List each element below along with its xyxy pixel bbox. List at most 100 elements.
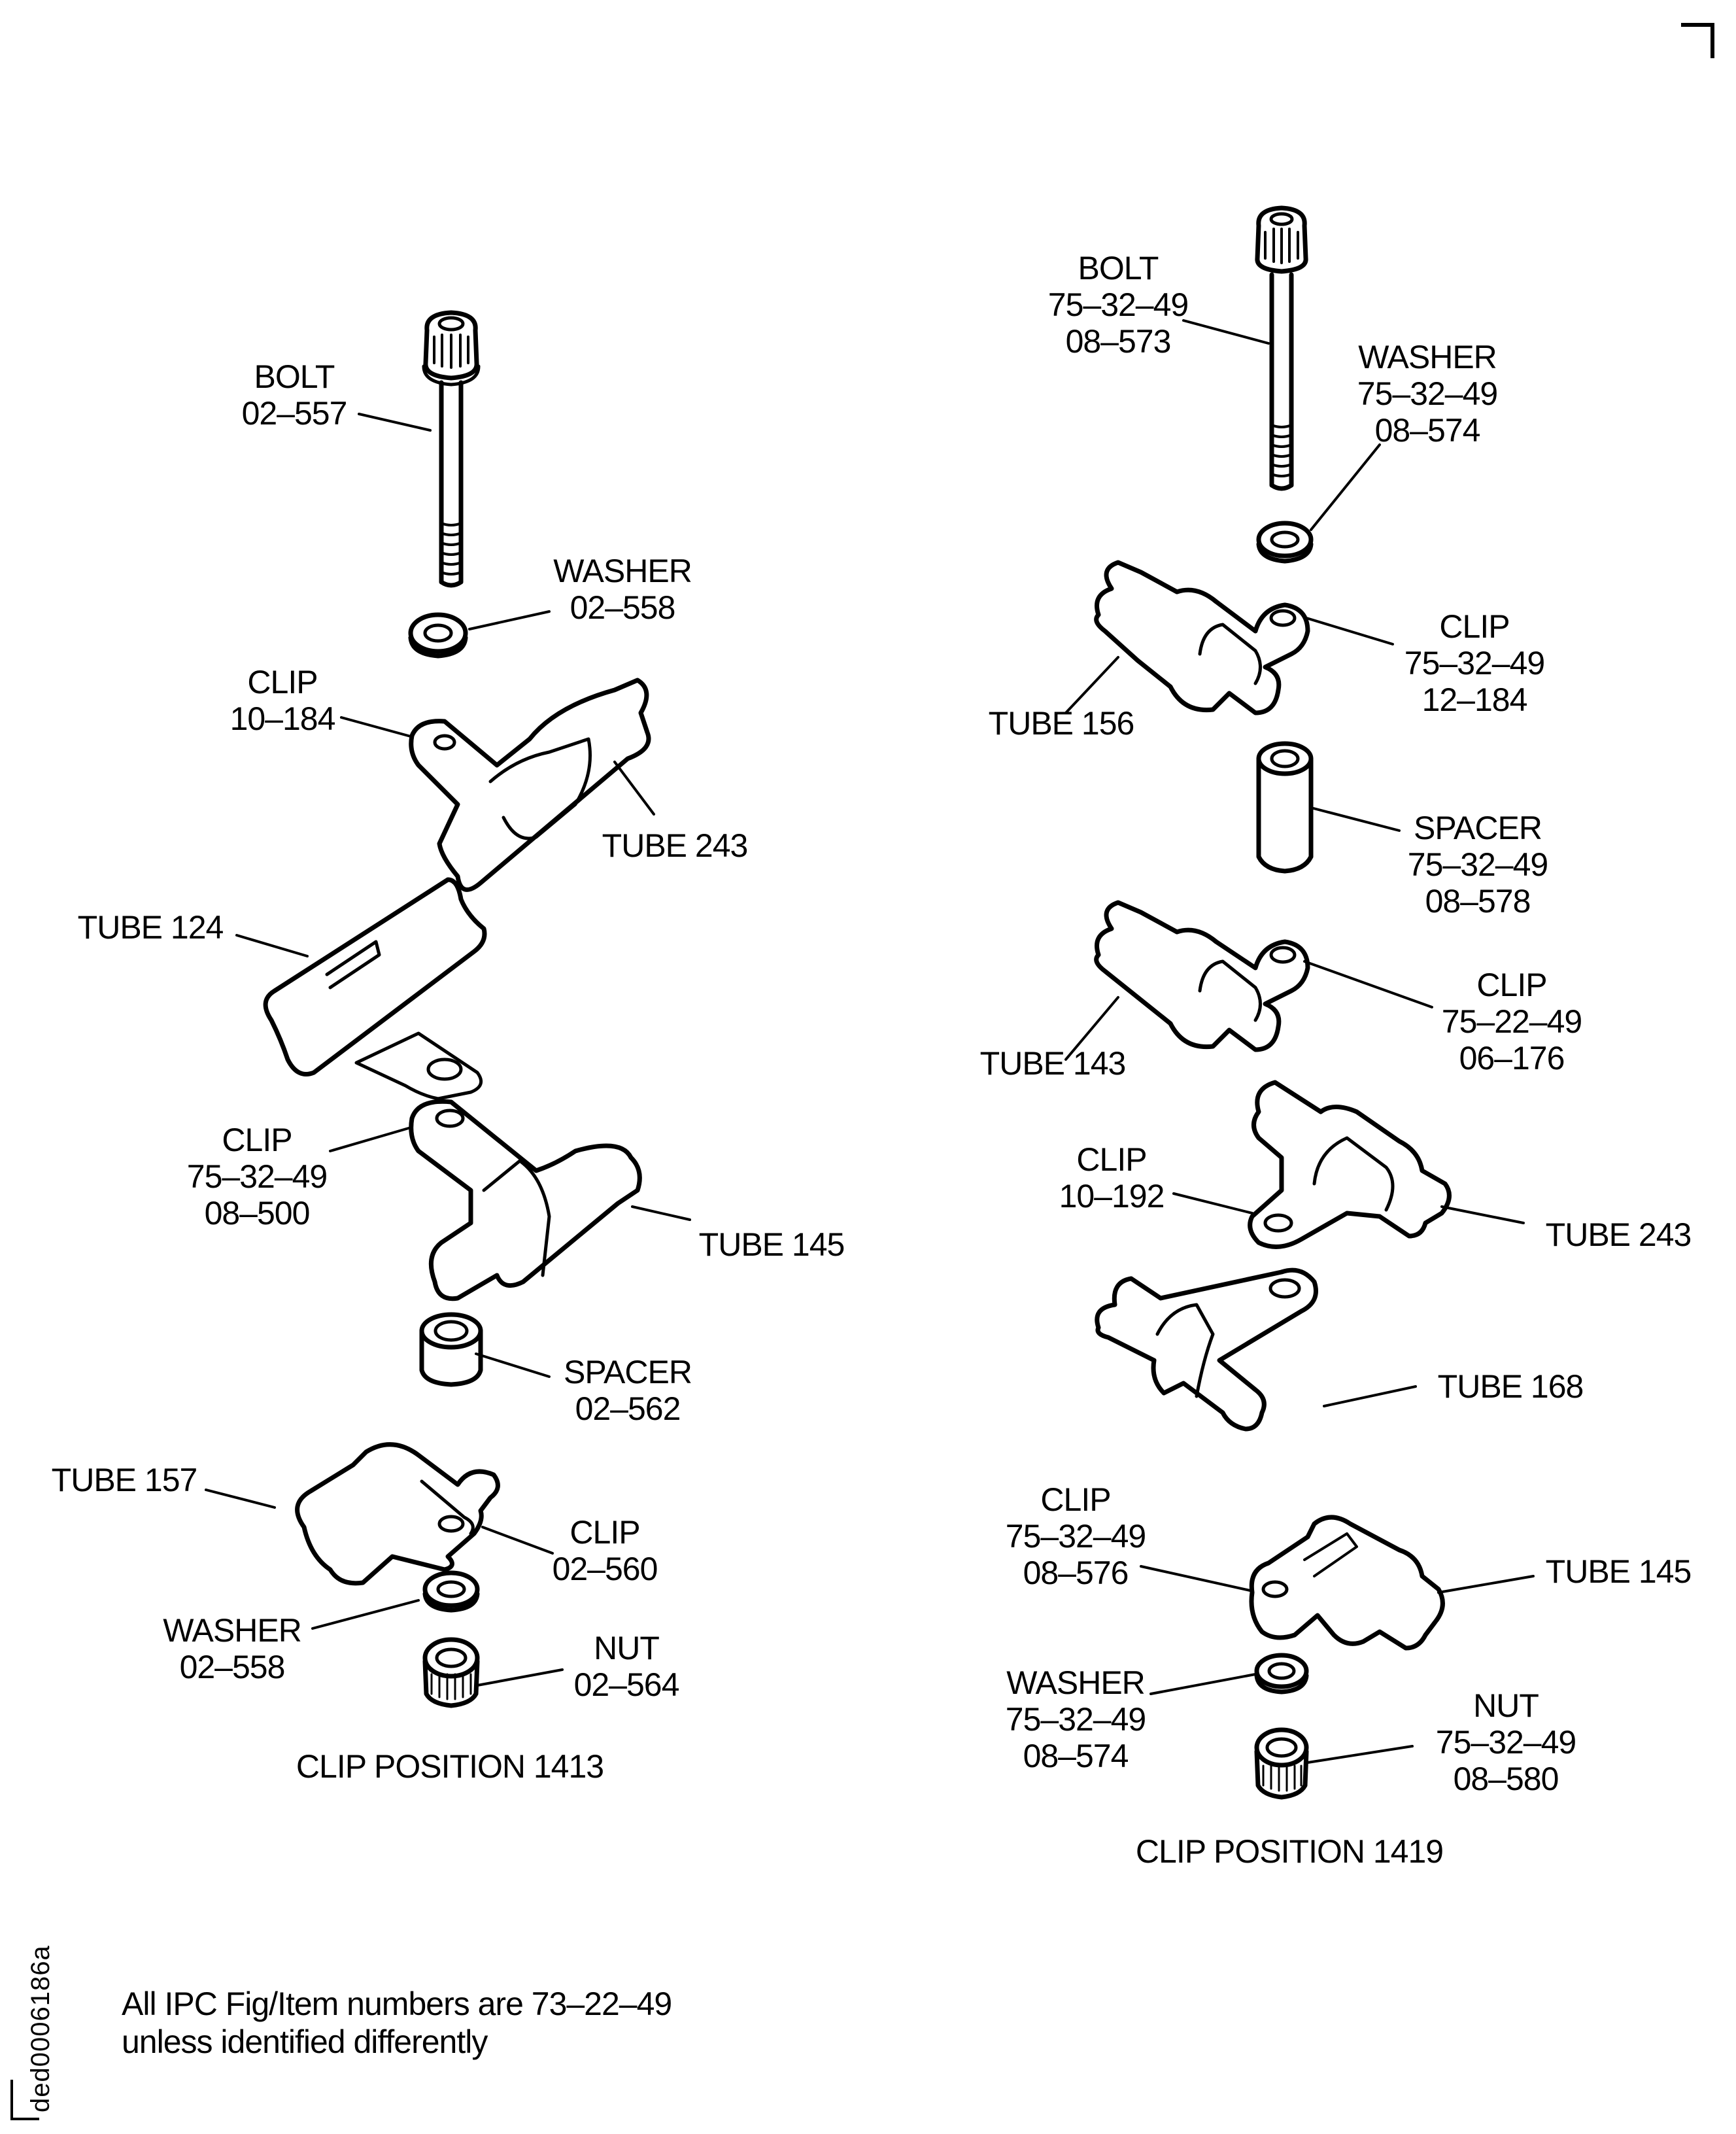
part-number-fig: 75–32–49 (1357, 375, 1498, 412)
ipc-note-line-2: unless identified differently (122, 2023, 488, 2060)
right-clip-2-with-tube-143 (1094, 900, 1310, 1052)
part-name: WASHER (1358, 339, 1497, 375)
part-name: CLIP (222, 1122, 292, 1158)
part-number-fig: 75–22–49 (1441, 1003, 1582, 1040)
part-name: TUBE 124 (77, 909, 224, 946)
right-washer-bottom (1254, 1653, 1309, 1695)
part-number-fig: 75–32–49 (186, 1158, 328, 1195)
part-name: TUBE 168 (1437, 1368, 1584, 1405)
callout-right-clip-3: CLIP 10–192 (1059, 1141, 1165, 1214)
part-name: SPACER (1414, 810, 1542, 846)
ipc-note-line-1: All IPC Fig/Item numbers are 73–22–49 (122, 1986, 672, 2022)
part-number: 08–574 (1374, 412, 1481, 449)
part-name: NUT (1473, 1687, 1539, 1724)
part-name: TUBE 145 (698, 1226, 845, 1263)
crop-mark-bottom-left (10, 2080, 39, 2120)
part-name: TUBE 157 (51, 1462, 198, 1498)
part-number: 08–500 (204, 1195, 311, 1231)
right-bolt (1255, 205, 1308, 491)
callout-right-tube-143: TUBE 143 (979, 1045, 1127, 1082)
callout-right-clip-4: CLIP 75–32–49 08–576 (1006, 1481, 1146, 1591)
part-number: 10–184 (230, 700, 336, 737)
left-tube-124-clip (263, 877, 487, 1101)
callout-right-spacer: SPACER 75–32–49 08–578 (1408, 810, 1548, 920)
callout-left-washer-bottom: WASHER 02–558 (163, 1612, 302, 1685)
right-spacer (1256, 741, 1314, 874)
part-name: WASHER (1006, 1664, 1146, 1701)
part-name: CLIP (570, 1514, 640, 1551)
left-leader-lines (205, 413, 691, 1687)
left-washer-bottom (422, 1570, 480, 1613)
part-number-fig: 75–32–49 (1047, 286, 1189, 323)
callout-left-washer-top: WASHER 02–558 (553, 553, 692, 626)
callout-left-tube-243: TUBE 243 (602, 827, 749, 864)
callout-right-clip-1: CLIP 75–32–49 12–184 (1404, 608, 1545, 718)
left-assembly-caption: CLIP POSITION 1413 (296, 1748, 604, 1785)
part-name: SPACER (564, 1354, 692, 1390)
part-number: 10–192 (1059, 1178, 1165, 1214)
part-name: CLIP (247, 664, 318, 700)
callout-left-clip-3: CLIP 02–560 (553, 1514, 658, 1587)
part-number: 02–558 (179, 1649, 286, 1685)
part-name: BOLT (1078, 250, 1159, 286)
callout-right-tube-145: TUBE 145 (1546, 1553, 1692, 1590)
crop-mark-top-right (1681, 23, 1714, 58)
part-name: TUBE 145 (1545, 1553, 1692, 1590)
callout-left-tube-124: TUBE 124 (78, 909, 224, 946)
part-number: 08–574 (1023, 1738, 1129, 1774)
part-number: 08–580 (1453, 1761, 1559, 1797)
left-washer-top (408, 612, 468, 659)
callout-right-washer-bottom: WASHER 75–32–49 08–574 (1006, 1664, 1146, 1774)
part-name: WASHER (163, 1612, 302, 1649)
part-number-fig: 75–32–49 (1005, 1701, 1146, 1738)
left-clip-1-with-tube-243 (409, 678, 651, 892)
part-name: WASHER (553, 553, 692, 589)
ipc-note: All IPC Fig/Item numbers are 73–22–49 un… (122, 1985, 672, 2061)
callout-right-nut: NUT 75–32–49 08–580 (1436, 1687, 1576, 1797)
callout-right-clip-2: CLIP 75–22–49 06–176 (1442, 967, 1582, 1076)
left-clip-2-with-tube-145 (409, 1099, 642, 1301)
drawing-id: ded0006186a (26, 1945, 55, 2112)
callout-left-nut: NUT 02–564 (573, 1630, 680, 1703)
part-number: 02–558 (570, 589, 676, 626)
part-number: 08–573 (1065, 323, 1172, 360)
part-number-fig: 75–32–49 (1404, 645, 1545, 681)
part-name: TUBE 156 (988, 705, 1135, 742)
right-clip-3-with-tube-243 (1248, 1080, 1452, 1249)
part-name: CLIP (1040, 1481, 1111, 1518)
callout-left-clip-2: CLIP 75–32–49 08–500 (186, 1122, 328, 1231)
part-name: TUBE 143 (979, 1045, 1127, 1082)
part-name: TUBE 243 (1545, 1216, 1692, 1253)
right-leader-lines (1064, 319, 1535, 1764)
part-number-fig: 75–32–49 (1435, 1724, 1576, 1761)
part-number-fig: 75–32–49 (1005, 1518, 1146, 1555)
part-name: BOLT (254, 358, 335, 395)
part-number: 02–564 (573, 1666, 680, 1703)
part-number: 02–557 (241, 395, 348, 432)
part-name: NUT (594, 1630, 660, 1666)
callout-right-tube-168: TUBE 168 (1438, 1368, 1584, 1405)
left-nut (422, 1637, 480, 1708)
part-name: CLIP (1439, 608, 1510, 645)
callout-right-washer-top: WASHER 75–32–49 08–574 (1357, 339, 1498, 449)
part-number: 02–560 (552, 1551, 658, 1587)
callout-right-bolt: BOLT 75–32–49 08–573 (1047, 250, 1189, 360)
callout-left-bolt: BOLT 02–557 (241, 358, 348, 432)
part-number: 12–184 (1421, 681, 1528, 718)
left-bolt (422, 310, 481, 588)
part-name: CLIP (1476, 967, 1547, 1003)
right-clip-1-with-tube-156 (1094, 560, 1310, 715)
callout-left-clip-1: CLIP 10–184 (230, 664, 336, 737)
callout-left-spacer: SPACER 02–562 (564, 1354, 692, 1427)
right-nut (1254, 1727, 1309, 1800)
part-number: 08–576 (1023, 1555, 1129, 1591)
left-spacer (419, 1312, 483, 1387)
callout-right-tube-156: TUBE 156 (988, 705, 1135, 742)
part-name: TUBE 243 (602, 827, 749, 864)
part-number-fig: 75–32–49 (1407, 846, 1548, 883)
right-assembly-caption: CLIP POSITION 1419 (1135, 1833, 1444, 1870)
left-clip-3-with-tube-157 (295, 1442, 500, 1586)
right-washer-top (1256, 521, 1314, 564)
right-tube-168-clip (1095, 1267, 1318, 1432)
